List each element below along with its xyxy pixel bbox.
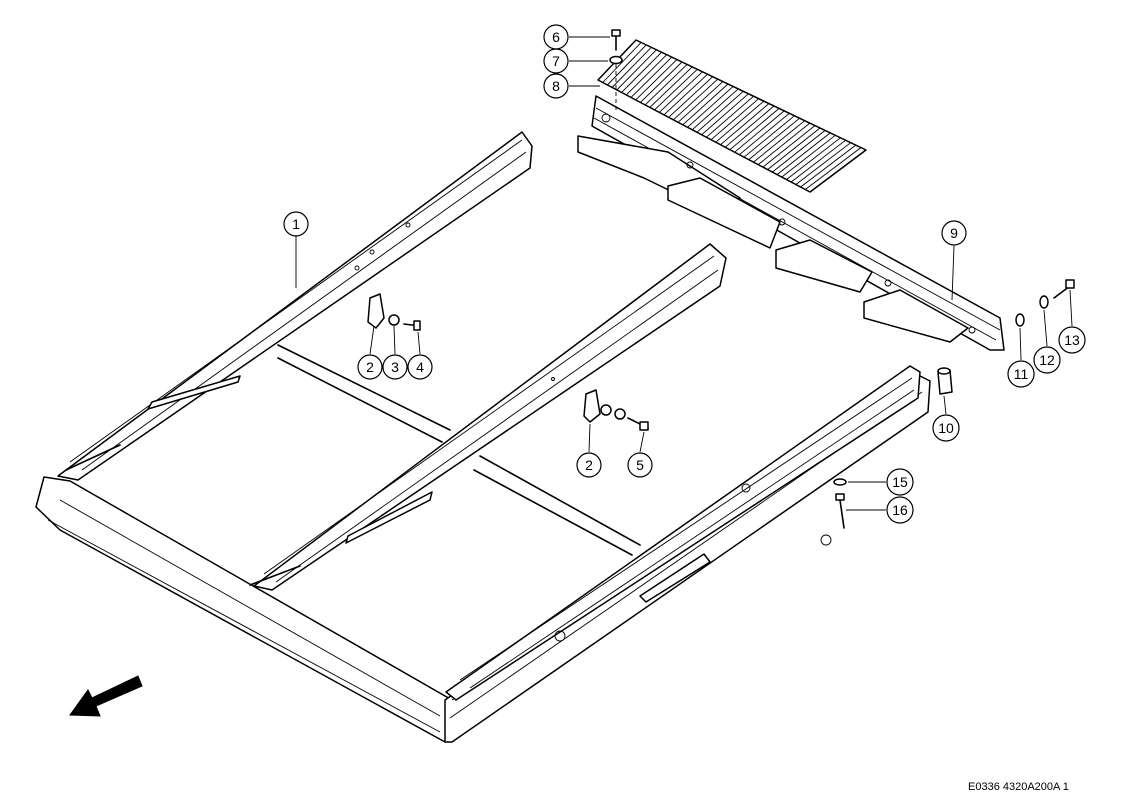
hardware (367, 29, 1075, 529)
svg-text:16: 16 (892, 502, 908, 518)
svg-text:6: 6 (552, 29, 560, 45)
callout-12: 12 (1033, 346, 1061, 374)
guard-plate (775, 239, 873, 293)
drawing-reference: E0336 4320A200A 1 (968, 781, 1069, 793)
callout-8: 8 (543, 73, 569, 99)
guard-plate (667, 177, 781, 249)
callout-15: 15 (886, 468, 914, 496)
svg-text:10: 10 (938, 420, 954, 436)
frame-assembly (35, 131, 931, 743)
callout-13: 13 (1058, 326, 1086, 354)
callout-6: 6 (543, 24, 569, 50)
comb-plate (597, 39, 867, 193)
svg-text:4: 4 (416, 359, 424, 375)
callout-3: 3 (382, 354, 408, 380)
svg-text:9: 9 (950, 225, 958, 241)
svg-text:12: 12 (1039, 352, 1055, 368)
callout-11: 11 (1007, 360, 1035, 388)
left-side-member (57, 131, 533, 481)
callout-9: 9 (941, 220, 967, 246)
guard-plate (863, 289, 969, 343)
callout-16: 16 (886, 496, 914, 524)
callout-2: 2 (357, 354, 383, 380)
callout-10: 10 (932, 414, 960, 442)
callout-1: 1 (283, 211, 309, 237)
callout-leaders (295, 36, 1073, 511)
direction-arrow-icon (69, 675, 143, 717)
svg-text:2: 2 (366, 359, 374, 375)
svg-text:8: 8 (552, 78, 560, 94)
callout-7: 7 (543, 48, 569, 74)
svg-text:15: 15 (892, 474, 908, 490)
svg-text:1: 1 (292, 216, 300, 232)
callout-2b: 2 (576, 452, 602, 478)
callout-5: 5 (627, 452, 653, 478)
right-side-member (445, 365, 921, 701)
cross-bar-assembly (577, 39, 1005, 351)
svg-text:7: 7 (552, 53, 560, 69)
svg-text:5: 5 (636, 457, 644, 473)
svg-text:3: 3 (391, 359, 399, 375)
callout-4: 4 (407, 354, 433, 380)
cross-bar (591, 95, 1005, 351)
svg-text:13: 13 (1064, 332, 1080, 348)
svg-text:2: 2 (585, 457, 593, 473)
svg-text:11: 11 (1014, 366, 1029, 382)
